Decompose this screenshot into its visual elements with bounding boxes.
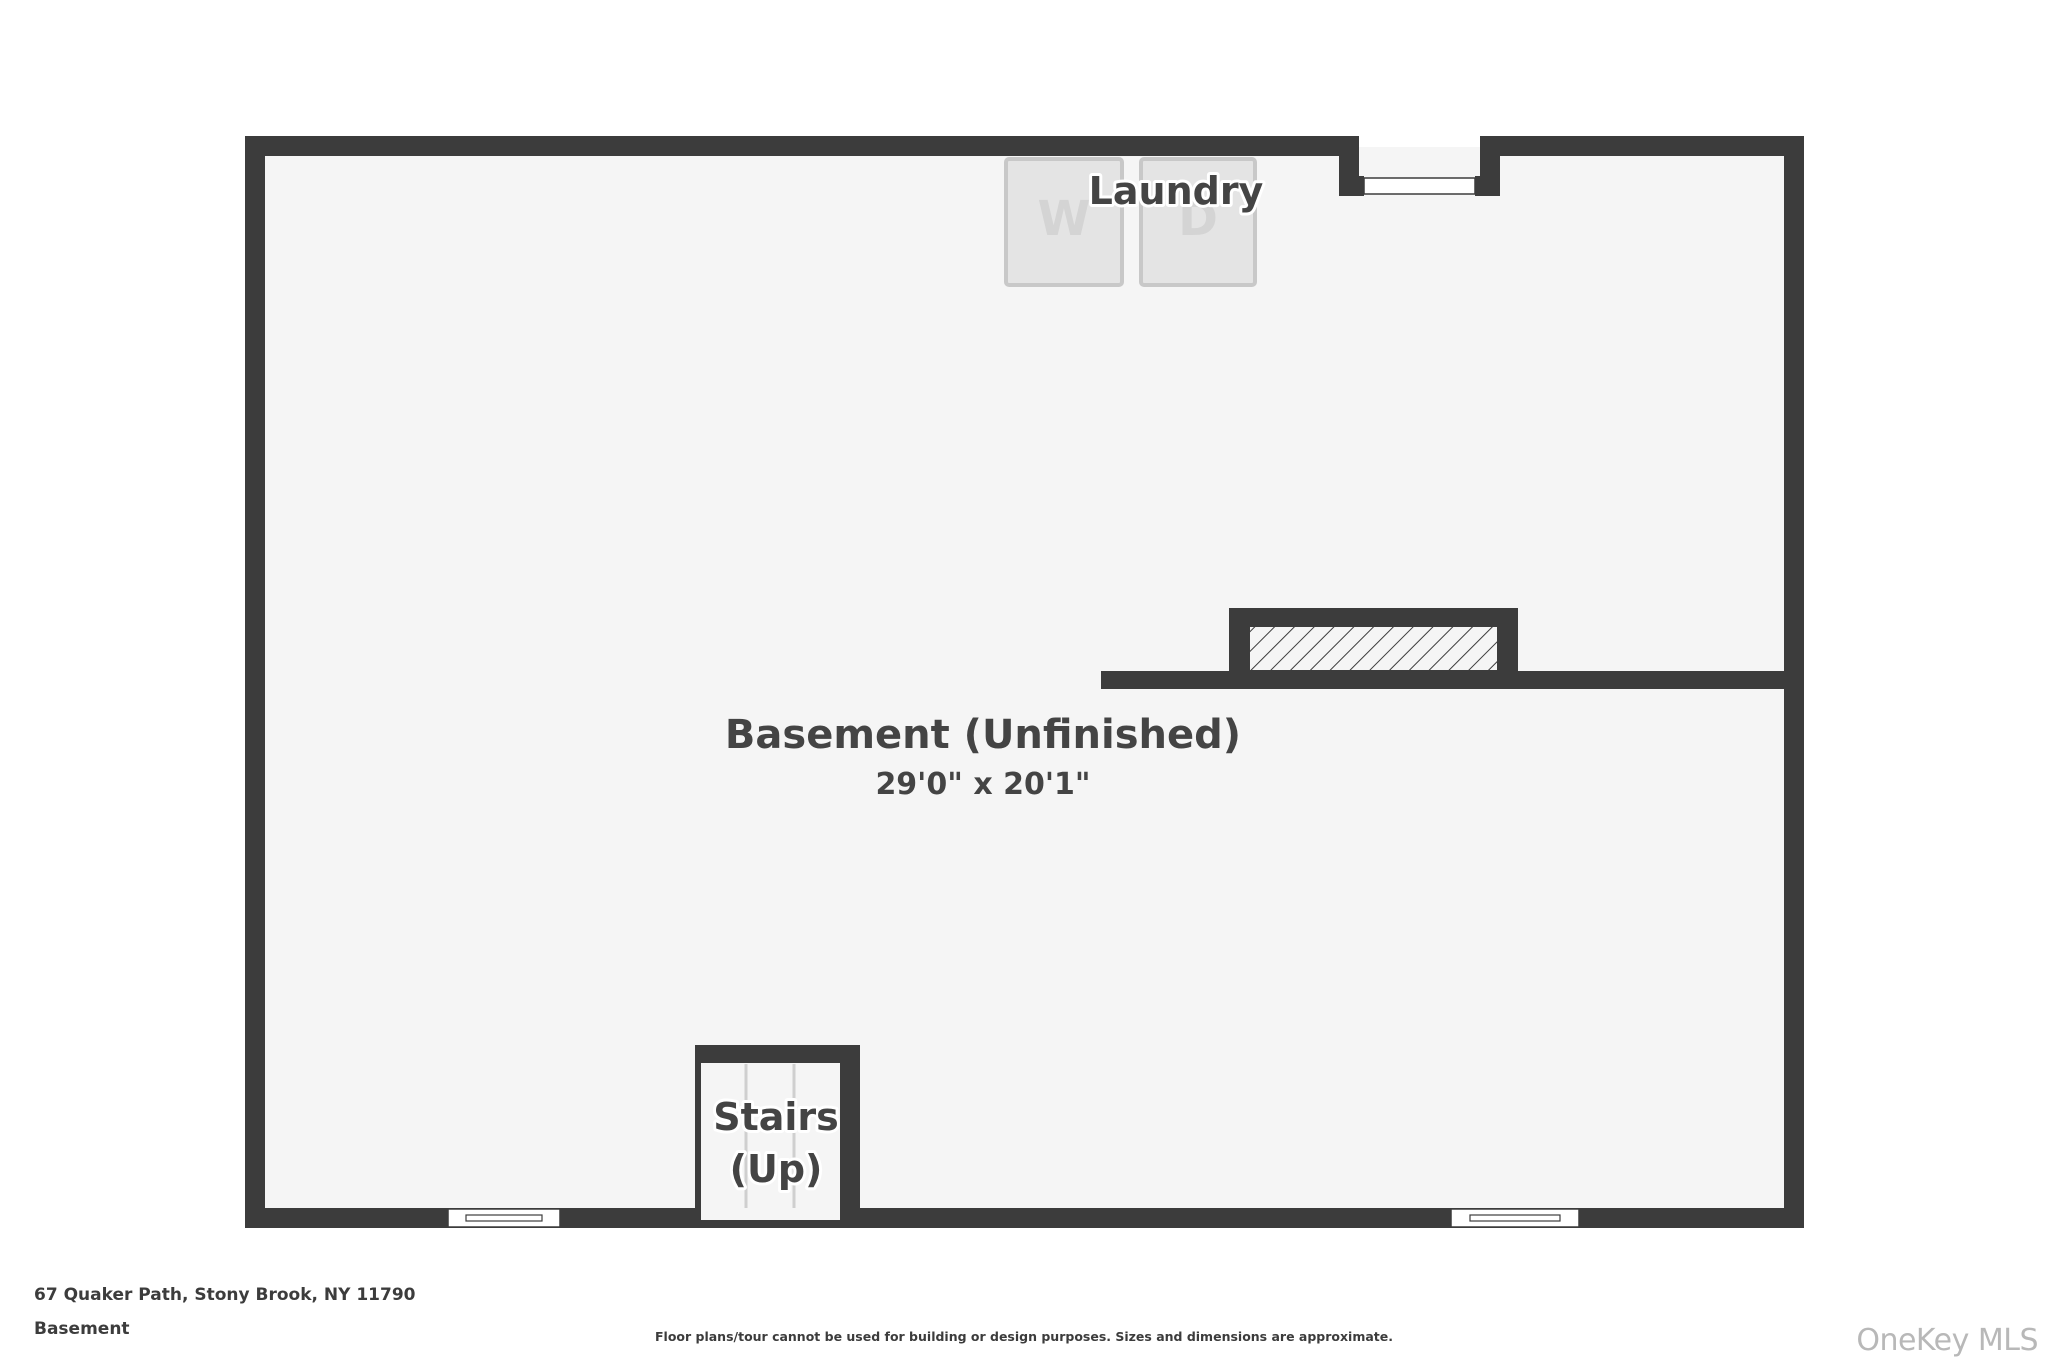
- exterior-walls: [245, 136, 1804, 1228]
- property-address: 67 Quaker Path, Stony Brook, NY 11790: [34, 1285, 416, 1305]
- window-bottom-left: [447, 1208, 561, 1228]
- window-bottom-right: [1450, 1208, 1580, 1228]
- interior-wall: [1101, 608, 1784, 689]
- watermark-logo: OneKey MLS: [1856, 1323, 2038, 1358]
- stairs-label-line1: Stairs: [713, 1095, 839, 1139]
- stairs: [695, 1045, 860, 1220]
- basement-label: Basement (Unfinished): [725, 712, 1241, 758]
- window-top: [1363, 177, 1476, 195]
- floor-level-label: Basement: [34, 1319, 130, 1339]
- washer-icon: W: [1004, 157, 1124, 287]
- svg-text:W: W: [1038, 191, 1091, 247]
- svg-text:D: D: [1178, 191, 1218, 247]
- disclaimer-text: Floor plans/tour cannot be used for buil…: [655, 1329, 1393, 1344]
- stairs-label-line2: (Up): [730, 1147, 823, 1191]
- basement-dimensions: 29'0" x 20'1": [875, 767, 1090, 802]
- chimney-block: [1248, 625, 1499, 672]
- laundry-label: Laundry: [1089, 169, 1264, 213]
- dryer-icon: D: [1139, 157, 1257, 287]
